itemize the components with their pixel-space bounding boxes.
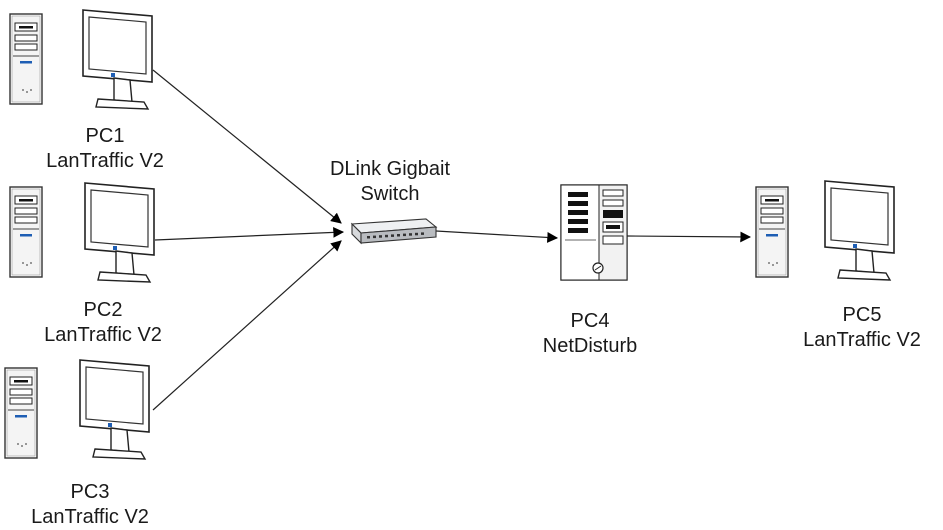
- pc5-software: LanTraffic V2: [803, 329, 921, 351]
- monitor-icon: [79, 359, 150, 460]
- tower-computer-icon: [9, 186, 43, 278]
- monitor-icon: [82, 9, 153, 110]
- switch-label: DLink Gigbait Switch: [305, 157, 475, 207]
- pc2-name: PC2: [83, 299, 123, 321]
- link-pc2-switch: [154, 227, 345, 241]
- pc3-node: [4, 359, 150, 460]
- link-switch-pc4: [435, 230, 559, 243]
- switch-name: DLink Gigbait: [329, 158, 451, 180]
- monitor-icon: [824, 180, 895, 281]
- pc5-name: PC5: [842, 304, 882, 326]
- network-switch-icon: [350, 218, 438, 245]
- pc3-label: PC3 LanTraffic V2: [10, 480, 170, 530]
- link-pc1-switch: [152, 69, 342, 224]
- monitor-icon: [84, 182, 155, 283]
- pc4-software: NetDisturb: [542, 335, 638, 357]
- link-pc4-pc5: [626, 231, 752, 243]
- pc2-node: [9, 182, 155, 283]
- pc2-label: PC2 LanTraffic V2: [23, 298, 183, 348]
- link-pc3-switch: [152, 240, 342, 411]
- pc1-node: [9, 9, 153, 110]
- switch-type: Switch: [360, 183, 420, 205]
- pc3-software: LanTraffic V2: [31, 506, 149, 528]
- tower-computer-icon: [755, 186, 789, 278]
- tower-computer-icon: [9, 13, 43, 105]
- pc1-name: PC1: [85, 125, 125, 147]
- server-icon: [560, 184, 628, 281]
- pc3-name: PC3: [70, 481, 110, 503]
- connections: [152, 69, 752, 411]
- pc1-label: PC1 LanTraffic V2: [25, 124, 185, 174]
- pc4-name: PC4: [570, 310, 610, 332]
- pc5-label: PC5 LanTraffic V2: [784, 303, 940, 353]
- pc4-node: [560, 184, 628, 281]
- pc4-label: PC4 NetDisturb: [520, 309, 660, 359]
- switch-node: [350, 218, 438, 245]
- pc1-software: LanTraffic V2: [46, 150, 164, 172]
- pc5-node: [755, 180, 895, 281]
- tower-computer-icon: [4, 367, 38, 459]
- pc2-software: LanTraffic V2: [44, 324, 162, 346]
